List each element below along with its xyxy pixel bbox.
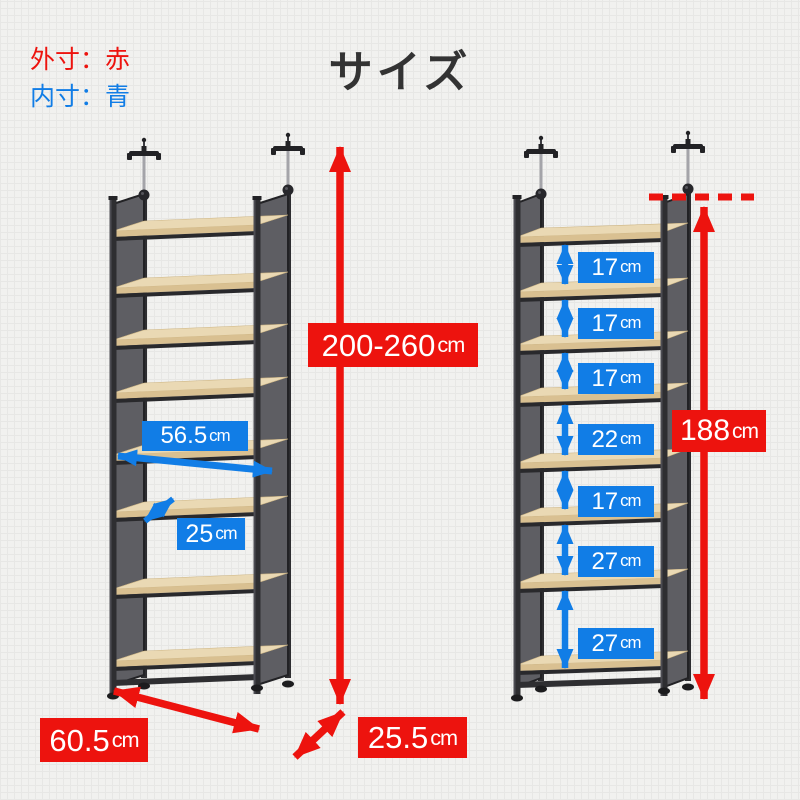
dim-unit: cm	[620, 313, 641, 333]
inner-width-arrow	[117, 449, 273, 478]
dim-value: 188	[679, 414, 731, 447]
dim-value: 17	[591, 487, 619, 515]
page-title: サイズ	[328, 48, 472, 97]
dim-value: 25.5	[367, 720, 429, 755]
dim-unit: cm	[620, 368, 641, 388]
legend: 外寸：赤 内寸：青	[30, 42, 130, 116]
dim-unit: cm	[620, 491, 641, 511]
dim-value: 27	[591, 547, 619, 575]
outer-depth-arrow	[292, 709, 346, 760]
outer-width-arrow	[113, 686, 260, 734]
inner-depth-arrow	[143, 496, 175, 524]
dim-value: 17	[591, 364, 619, 392]
dim-unit: cm	[732, 419, 759, 443]
dim-value: 60.5	[49, 722, 110, 758]
dim-unit: cm	[215, 523, 237, 544]
dim-value: 17	[591, 309, 619, 337]
dim-unit: cm	[209, 425, 230, 445]
dim-unit: cm	[111, 727, 140, 753]
dim-unit: cm	[620, 429, 641, 449]
dim-value: 25	[185, 519, 214, 548]
dim-value: 56.5	[160, 422, 208, 449]
dim-unit: cm	[620, 633, 641, 653]
dim-unit: cm	[430, 724, 458, 750]
dim-value: 17	[591, 253, 619, 281]
dim-value: 22	[591, 425, 619, 453]
dim-value: 200-260	[321, 327, 436, 363]
dim-value: 27	[591, 629, 619, 657]
legend-outer-dimensions: 外寸：赤	[30, 46, 131, 74]
legend-inner-dimensions: 内寸：青	[30, 83, 131, 111]
dim-unit: cm	[620, 551, 641, 571]
dim-unit: cm	[620, 257, 641, 277]
dim-unit: cm	[437, 332, 465, 358]
